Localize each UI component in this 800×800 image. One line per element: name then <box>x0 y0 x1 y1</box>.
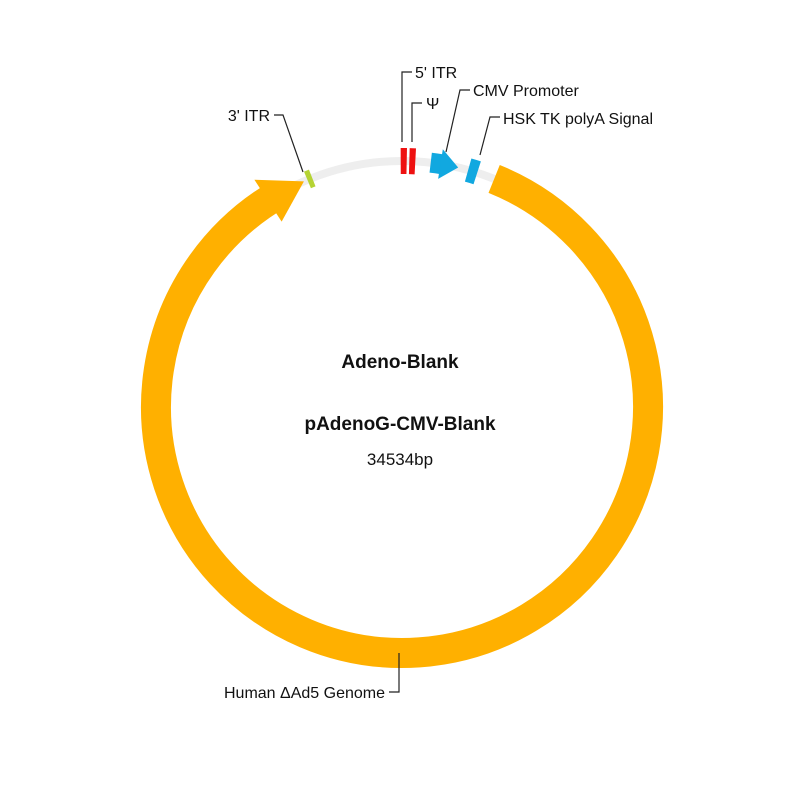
psi-label: Ψ <box>426 96 439 113</box>
plasmid-name: Adeno-Blank <box>341 352 459 373</box>
vector-name: pAdenoG-CMV-Blank <box>304 414 495 435</box>
cmv-leader <box>445 89 470 153</box>
genome-label: Human ΔAd5 Genome <box>224 685 385 702</box>
cmv-promoter-arrowhead <box>438 149 459 179</box>
cmv-label: CMV Promoter <box>473 83 579 100</box>
itr5-leader <box>401 71 412 142</box>
itr5-label: 5' ITR <box>415 65 457 82</box>
psi-leader <box>411 102 422 142</box>
plasmid-size: 34534bp <box>367 450 433 469</box>
itr3-leader <box>274 114 304 173</box>
itr3-marker <box>304 169 316 189</box>
hsk-leader <box>479 116 500 156</box>
itr3-label: 3' ITR <box>228 108 270 125</box>
genome-arc <box>141 165 663 668</box>
hsk-label: HSK TK polyA Signal <box>503 111 653 128</box>
cmv-promoter-arrow-body <box>429 152 444 175</box>
genome-arrowhead <box>254 179 304 222</box>
genome-leader <box>389 653 400 693</box>
hsk-polya-marker <box>464 158 481 185</box>
